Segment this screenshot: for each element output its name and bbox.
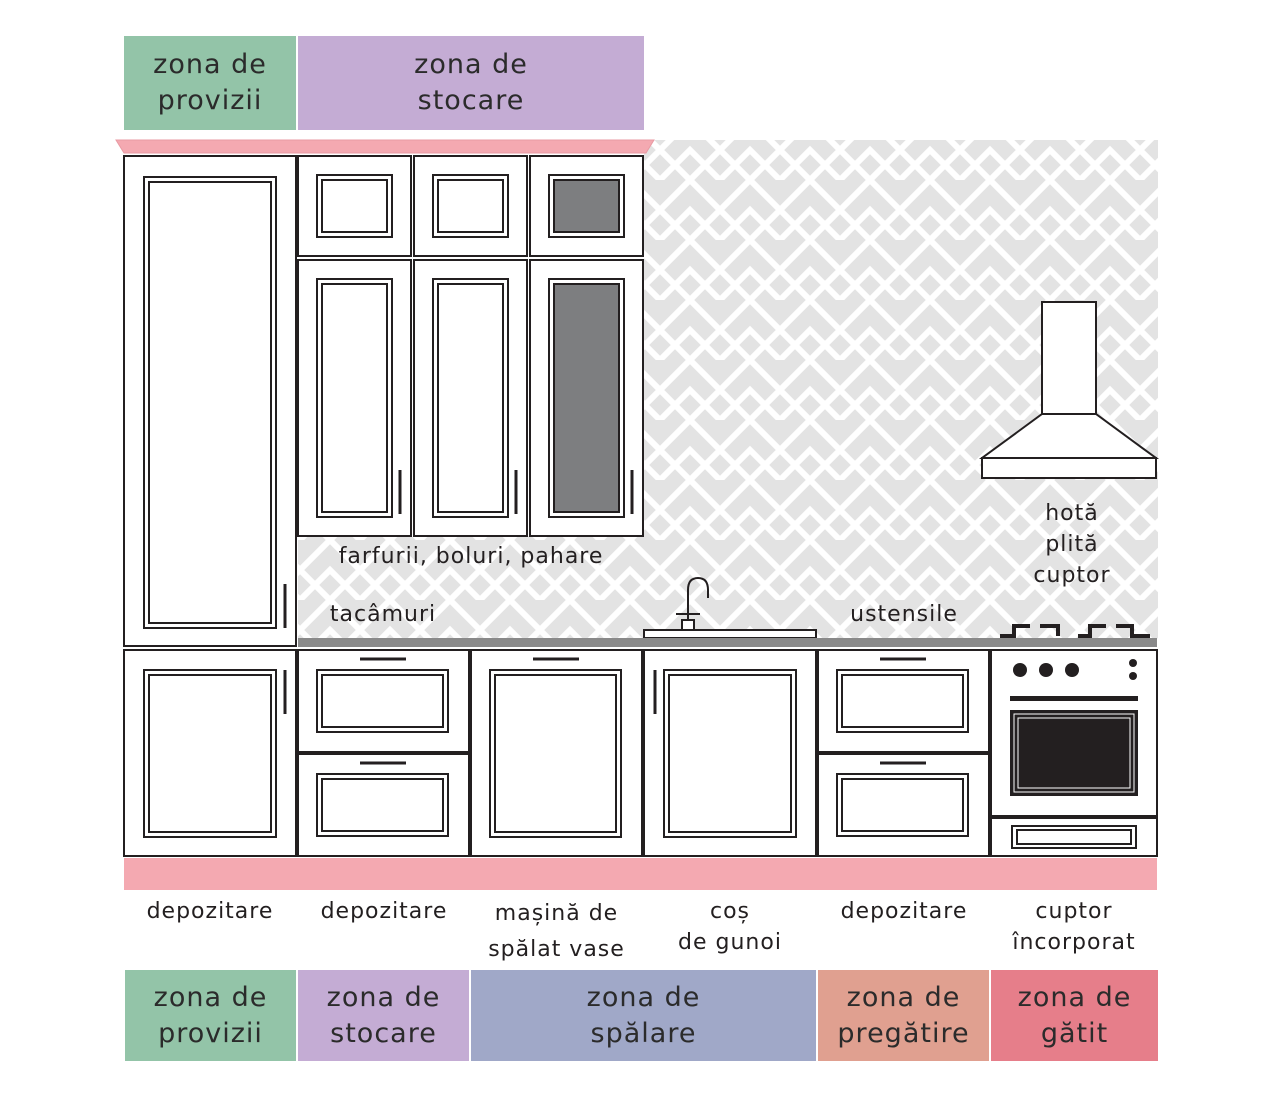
label-cutlery: tacâmuri: [329, 602, 437, 627]
oven-handle: [1010, 696, 1138, 701]
bottom-zone-provizii: zona de provizii: [125, 970, 296, 1061]
base-label-6: cuptor încorporat: [1012, 899, 1136, 955]
countertop: [298, 638, 1157, 647]
faucet: [676, 576, 709, 631]
cooktop-burners: [1000, 624, 1150, 638]
top-zone-stocare: zona de stocare: [298, 36, 644, 130]
base-label-4: coș de gunoi: [678, 899, 782, 955]
top-zone-provizii: zona de provizii: [124, 36, 296, 130]
base-label-5: depozitare: [840, 899, 968, 924]
base-label-1: depozitare: [146, 899, 274, 924]
sink: [643, 629, 817, 639]
base-label-2: depozitare: [320, 899, 448, 924]
oven-knobs: [1013, 659, 1137, 680]
bottom-zone-spalare: zona de spălare: [471, 970, 816, 1061]
crown-molding: [115, 139, 655, 154]
bottom-zone-gatit: zona de gătit: [991, 970, 1158, 1061]
oven-window: [1010, 710, 1138, 796]
base-label-3: mașină de spălat vase: [488, 901, 625, 962]
plinth: [124, 858, 1157, 890]
bottom-zone-stocare: zona de stocare: [298, 970, 469, 1061]
label-shelf-items: farfurii, boluri, pahare: [338, 544, 604, 569]
label-utensils: ustensile: [850, 602, 958, 627]
label-hood-cooktop-oven: hotă plită cuptor: [1033, 501, 1111, 588]
range-hood-chimney: [1041, 301, 1097, 415]
tile-backsplash-lower: [298, 536, 644, 640]
bottom-zone-pregatire: zona de pregătire: [818, 970, 989, 1061]
